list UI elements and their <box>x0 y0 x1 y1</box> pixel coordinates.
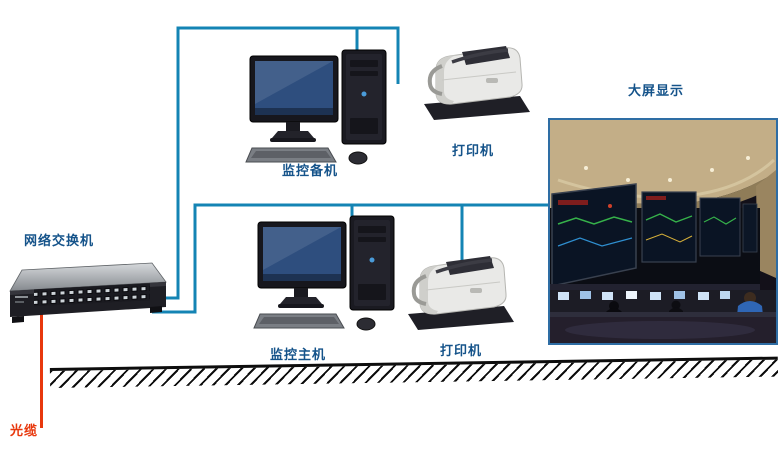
printer-top-label: 打印机 <box>452 144 495 159</box>
main-pc-label: 监控主机 <box>270 348 327 363</box>
pc-tower-icon <box>349 215 395 311</box>
pc-monitor-icon <box>249 55 339 142</box>
pc-mouse-icon <box>356 317 376 331</box>
printer-icon <box>424 46 530 120</box>
fiber-cable-line <box>40 302 43 428</box>
backup-pc-label: 监控备机 <box>282 164 339 179</box>
fiber-cable-label: 光缆 <box>10 424 39 439</box>
main-workstation-graphic <box>250 210 400 346</box>
printer-icon <box>408 256 514 330</box>
pc-mouse-icon <box>348 151 368 165</box>
video-wall <box>550 183 760 287</box>
printer-bottom-graphic <box>402 246 522 338</box>
printer-bottom-label: 打印机 <box>440 344 483 359</box>
pc-keyboard-icon <box>253 313 345 329</box>
control-room-pillar <box>756 170 776 278</box>
big-screen-label: 大屏显示 <box>628 84 685 99</box>
control-room-photo <box>548 118 778 345</box>
wire-switch-to-main-group <box>152 203 548 314</box>
switch-label: 网络交换机 <box>24 234 95 249</box>
backup-workstation-graphic <box>242 44 392 180</box>
printer-top-graphic <box>418 36 538 128</box>
network-switch-graphic <box>4 260 172 342</box>
pc-keyboard-icon <box>245 147 337 163</box>
switch-chassis <box>9 262 167 323</box>
pc-tower-icon <box>341 49 387 145</box>
control-room-floor <box>550 312 776 343</box>
wire-switch-to-backup-group <box>152 26 400 300</box>
operator-consoles <box>550 284 776 326</box>
pc-monitor-icon <box>257 221 347 308</box>
